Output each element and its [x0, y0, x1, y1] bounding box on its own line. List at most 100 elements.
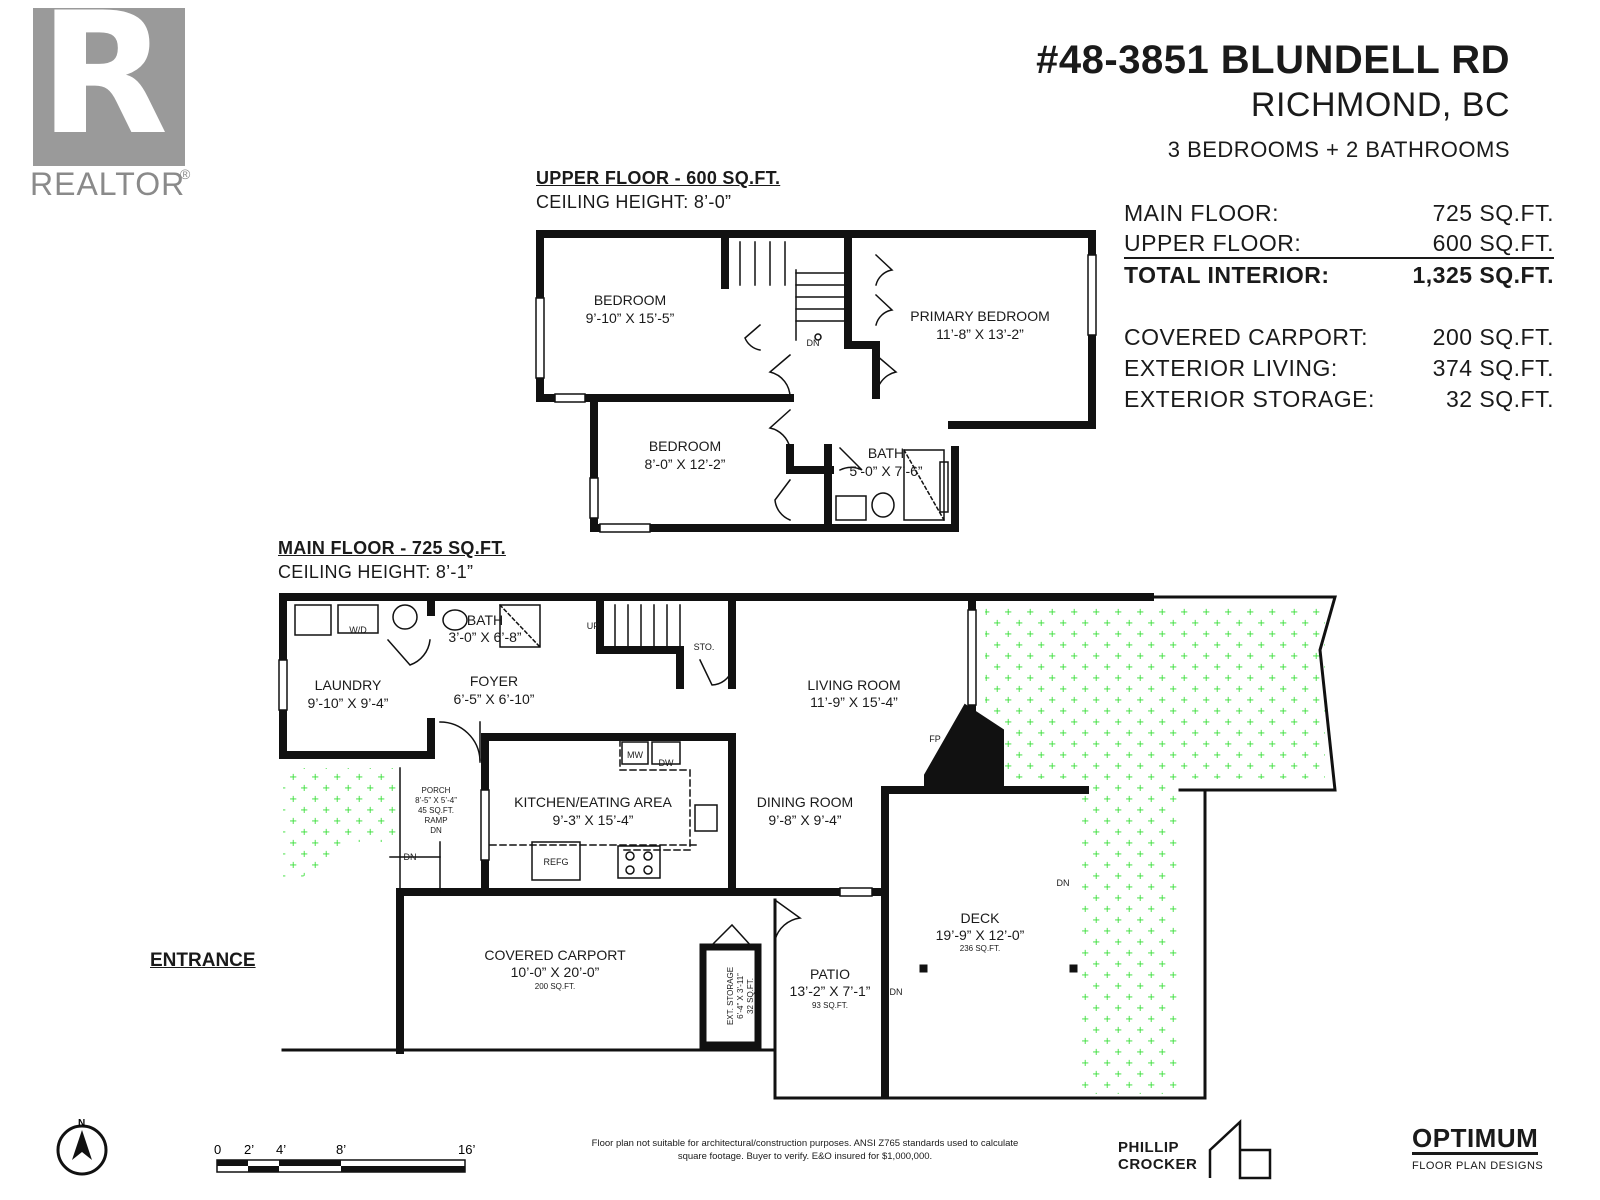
ext-storage-area: 32 SQ.FT. [746, 978, 755, 1014]
dn-label: DN [890, 987, 903, 997]
area-value: 32 SQ.FT. [1445, 386, 1554, 412]
storage-label: STO. [694, 642, 715, 652]
fireplace [924, 703, 1004, 791]
stair-down-label: DN [807, 338, 820, 348]
area-row-exterior-storage: EXTERIOR STORAGE: 32 SQ.FT. [1124, 386, 1554, 413]
entrance-label: ENTRANCE [150, 950, 256, 971]
room-name: BATH [868, 445, 904, 461]
porch-dim: 8’-5” X 5’-4” [415, 796, 457, 805]
scale-tick-label: 2’ [244, 1142, 254, 1157]
realtor-wordmark: REALTOR [30, 166, 186, 202]
upper-floor-title: UPPER FLOOR - 600 SQ.FT. [536, 168, 781, 188]
area-row-main: MAIN FLOOR: 725 SQ.FT. [1124, 200, 1554, 227]
ext-storage-dim: 6’-4” X 3’-11” [736, 973, 745, 1019]
area-label: EXTERIOR LIVING: [1124, 355, 1338, 381]
deck-dim: 19’-9” X 12’-0” [936, 927, 1025, 943]
upper-floor-ceiling: CEILING HEIGHT: 8’-0” [536, 192, 732, 212]
area-value: 1,325 SQ.FT. [1412, 262, 1554, 288]
area-value: 725 SQ.FT. [1432, 200, 1554, 226]
microwave-label: MW [627, 750, 643, 760]
room-name: LIVING ROOM [807, 677, 900, 693]
porch-ramp [389, 721, 481, 893]
deck-name: DECK [961, 910, 1001, 926]
area-value: 600 SQ.FT. [1432, 230, 1554, 256]
main-floor-title: MAIN FLOOR - 725 SQ.FT. [278, 538, 506, 558]
area-row-exterior-living: EXTERIOR LIVING: 374 SQ.FT. [1124, 355, 1554, 382]
refrigerator-label: REFG [543, 857, 568, 867]
patio-name: PATIO [810, 966, 850, 982]
room-dim: 11’-8” X 13’-2” [936, 326, 1024, 342]
brand-line: PHILLIP [1118, 1139, 1180, 1156]
room-dim: 3’-0” X 6’-8” [448, 629, 521, 645]
carport-area: 200 SQ.FT. [535, 982, 575, 991]
scale-bar: 0 2’ 4’ 8’ 16’ [214, 1142, 475, 1173]
room-name: PRIMARY BEDROOM [910, 308, 1050, 324]
room-name: BEDROOM [594, 292, 666, 308]
exterior-outlines [281, 595, 1337, 1100]
kitchen-counters [489, 739, 701, 851]
scale-tick-label: 0 [214, 1142, 221, 1157]
scale-tick-label: 16’ [458, 1142, 475, 1157]
optimum-brand-sub: FLOOR PLAN DESIGNS [1412, 1160, 1544, 1172]
room-dim: 6’-5” X 6’-10” [454, 691, 535, 707]
upper-bath-fixtures [835, 448, 946, 522]
area-label: MAIN FLOOR: [1124, 200, 1280, 226]
disclaimer: Floor plan not suitable for architectura… [591, 1138, 1019, 1162]
ramp-label: RAMP [424, 816, 447, 825]
area-value: 200 SQ.FT. [1432, 324, 1554, 350]
room-dim: 11’-9” X 15’-4” [810, 694, 898, 710]
patio-area: 93 SQ.FT. [812, 1001, 848, 1010]
fireplace-label: FP [929, 734, 941, 744]
room-name: BATH [467, 612, 503, 628]
area-label: COVERED CARPORT: [1124, 324, 1369, 350]
porch-area: 45 SQ.FT. [418, 806, 454, 815]
realtor-logo: R [33, 0, 185, 166]
room-name: FOYER [470, 673, 518, 689]
grass-yard-deck-side [1080, 779, 1180, 1094]
phillip-crocker-logo [1208, 1119, 1272, 1180]
dishwasher-label: DW [659, 758, 674, 768]
area-label: EXTERIOR STORAGE: [1124, 386, 1375, 412]
realtor-logo-letter: R [39, 0, 169, 172]
room-name: KITCHEN/EATING AREA [514, 794, 672, 810]
area-row-total: TOTAL INTERIOR: 1,325 SQ.FT. [1124, 262, 1554, 289]
grass-yard-right [985, 607, 1325, 779]
grass-yard-left [283, 768, 400, 890]
property-summary: 3 BEDROOMS + 2 BATHROOMS [1167, 137, 1510, 162]
patio-dim: 13’-2” X 7’-1” [790, 983, 871, 999]
kitchen-appliances [294, 603, 718, 881]
area-label: UPPER FLOOR: [1124, 230, 1302, 256]
washer-dryer-label: W/D [349, 625, 367, 635]
area-row-carport: COVERED CARPORT: 200 SQ.FT. [1124, 324, 1554, 351]
room-dim: 9’-10” X 15’-5” [586, 310, 675, 326]
address-line-1: #48-3851 BLUNDELL RD [1036, 38, 1510, 82]
ramp-dn-label: DN [430, 826, 442, 835]
upper-door-swings [744, 253, 898, 521]
north-label: N [78, 1118, 85, 1129]
ext-storage-name: EXT. STORAGE [726, 967, 735, 1025]
dn-label: DN [1057, 878, 1070, 888]
main-floor-ceiling: CEILING HEIGHT: 8’-1” [278, 562, 474, 582]
carport-dim: 10’-0” X 20’-0” [511, 964, 600, 980]
stair-up-label: UP [587, 621, 600, 631]
porch-name: PORCH [422, 786, 451, 795]
carport-name: COVERED CARPORT [484, 947, 626, 963]
optimum-brand: OPTIMUM [1412, 1124, 1539, 1156]
phillip-crocker-brand: PHILLIP CROCKER [1118, 1139, 1198, 1173]
deck-post [1069, 964, 1078, 973]
main-windows [278, 609, 977, 897]
main-door-swings [386, 638, 802, 949]
dn-label: DN [404, 852, 417, 862]
scale-tick-label: 4’ [276, 1142, 286, 1157]
deck-area: 236 SQ.FT. [960, 944, 1000, 953]
room-dim: 8’-0” X 12’-2” [645, 456, 726, 472]
upper-stairs [739, 241, 849, 341]
room-dim: 9’-3” X 15’-4” [553, 812, 634, 828]
brand-line: CROCKER [1118, 1155, 1198, 1173]
deck-post [919, 964, 928, 973]
room-dim: 9’-10” X 9’-4” [308, 695, 389, 711]
north-arrow: N [56, 1118, 108, 1176]
area-value: 374 SQ.FT. [1432, 355, 1554, 381]
area-row-upper: UPPER FLOOR: 600 SQ.FT. [1124, 230, 1554, 259]
